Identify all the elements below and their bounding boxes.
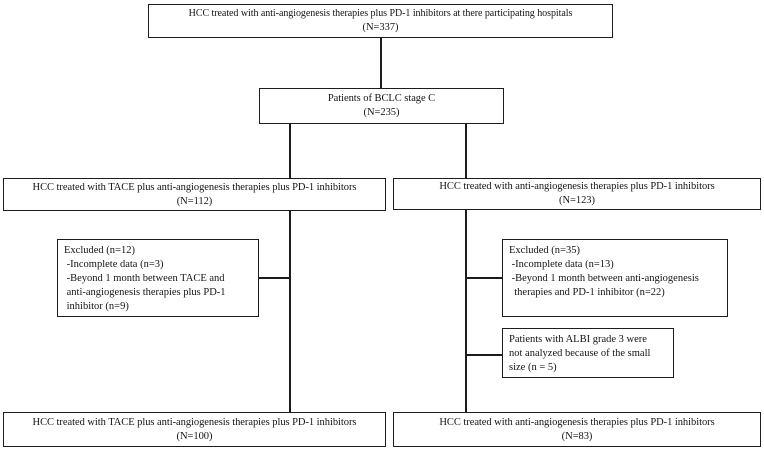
connector-enrollment-to-bclc: [380, 36, 382, 88]
anti-excluded-line: therapies and PD-1 inhibitor (n=22): [509, 287, 665, 298]
box-bclc-count: (N=235): [363, 107, 400, 118]
anti-excluded-line: -Beyond 1 month between anti-angiogenesi…: [509, 273, 699, 284]
box-tace-final-count: (N=100): [176, 430, 213, 442]
box-tace-branch-text: HCC treated with TACE plus anti-angiogen…: [32, 181, 357, 193]
connector-anti-excluded-stub: [466, 277, 503, 279]
box-enrollment: HCC treated with anti-angiogenesis thera…: [148, 4, 613, 38]
box-tace-final: HCC treated with TACE plus anti-angiogen…: [3, 412, 386, 447]
connector-tace-excluded-stub: [257, 277, 290, 279]
connector-anti-branch-to-final: [465, 209, 467, 413]
box-bclc-text: Patients of BCLC stage C: [327, 93, 436, 104]
connector-tace-branch-to-final: [289, 210, 291, 413]
tace-excluded-line: Excluded (n=12): [64, 245, 135, 256]
box-anti-final: HCC treated with anti-angiogenesis thera…: [393, 412, 761, 447]
tace-excluded-line: -Incomplete data (n=3): [64, 259, 164, 270]
box-bclc-stage-c: Patients of BCLC stage C (N=235): [259, 88, 504, 124]
box-anti-excluded: Excluded (n=35) -Incomplete data (n=13) …: [502, 239, 728, 317]
tace-excluded-line: -Beyond 1 month between TACE and: [64, 273, 225, 284]
albi-note-line: not analyzed because of the small: [509, 348, 651, 359]
box-anti-branch-count: (N=123): [559, 195, 595, 206]
albi-note-line: Patients with ALBI grade 3 were: [509, 334, 647, 345]
tace-excluded-line: anti-angiogenesis therapies plus PD-1: [64, 287, 226, 298]
box-anti-final-count: (N=83): [561, 430, 593, 442]
box-anti-final-text: HCC treated with anti-angiogenesis thera…: [439, 416, 715, 428]
box-tace-final-text: HCC treated with TACE plus anti-angiogen…: [32, 416, 357, 428]
box-tace-branch-count: (N=112): [176, 195, 213, 207]
connector-albi-note-stub: [466, 354, 503, 356]
box-anti-branch: HCC treated with anti-angiogenesis thera…: [393, 178, 761, 210]
tace-excluded-line: inhibitor (n=9): [64, 301, 129, 312]
anti-excluded-line: Excluded (n=35): [509, 245, 580, 256]
box-tace-branch: HCC treated with TACE plus anti-angiogen…: [3, 178, 386, 211]
anti-excluded-line: -Incomplete data (n=13): [509, 259, 614, 270]
albi-note-line: size (n = 5): [509, 362, 557, 373]
box-enrollment-text: HCC treated with anti-angiogenesis thera…: [188, 8, 573, 19]
box-anti-branch-text: HCC treated with anti-angiogenesis thera…: [439, 181, 715, 192]
box-enrollment-count: (N=337): [362, 22, 399, 33]
box-albi-note: Patients with ALBI grade 3 were not anal…: [502, 328, 674, 378]
connector-bclc-to-tace-branch: [289, 122, 291, 179]
box-tace-excluded: Excluded (n=12) -Incomplete data (n=3) -…: [57, 239, 259, 317]
connector-bclc-to-anti-branch: [465, 122, 467, 179]
